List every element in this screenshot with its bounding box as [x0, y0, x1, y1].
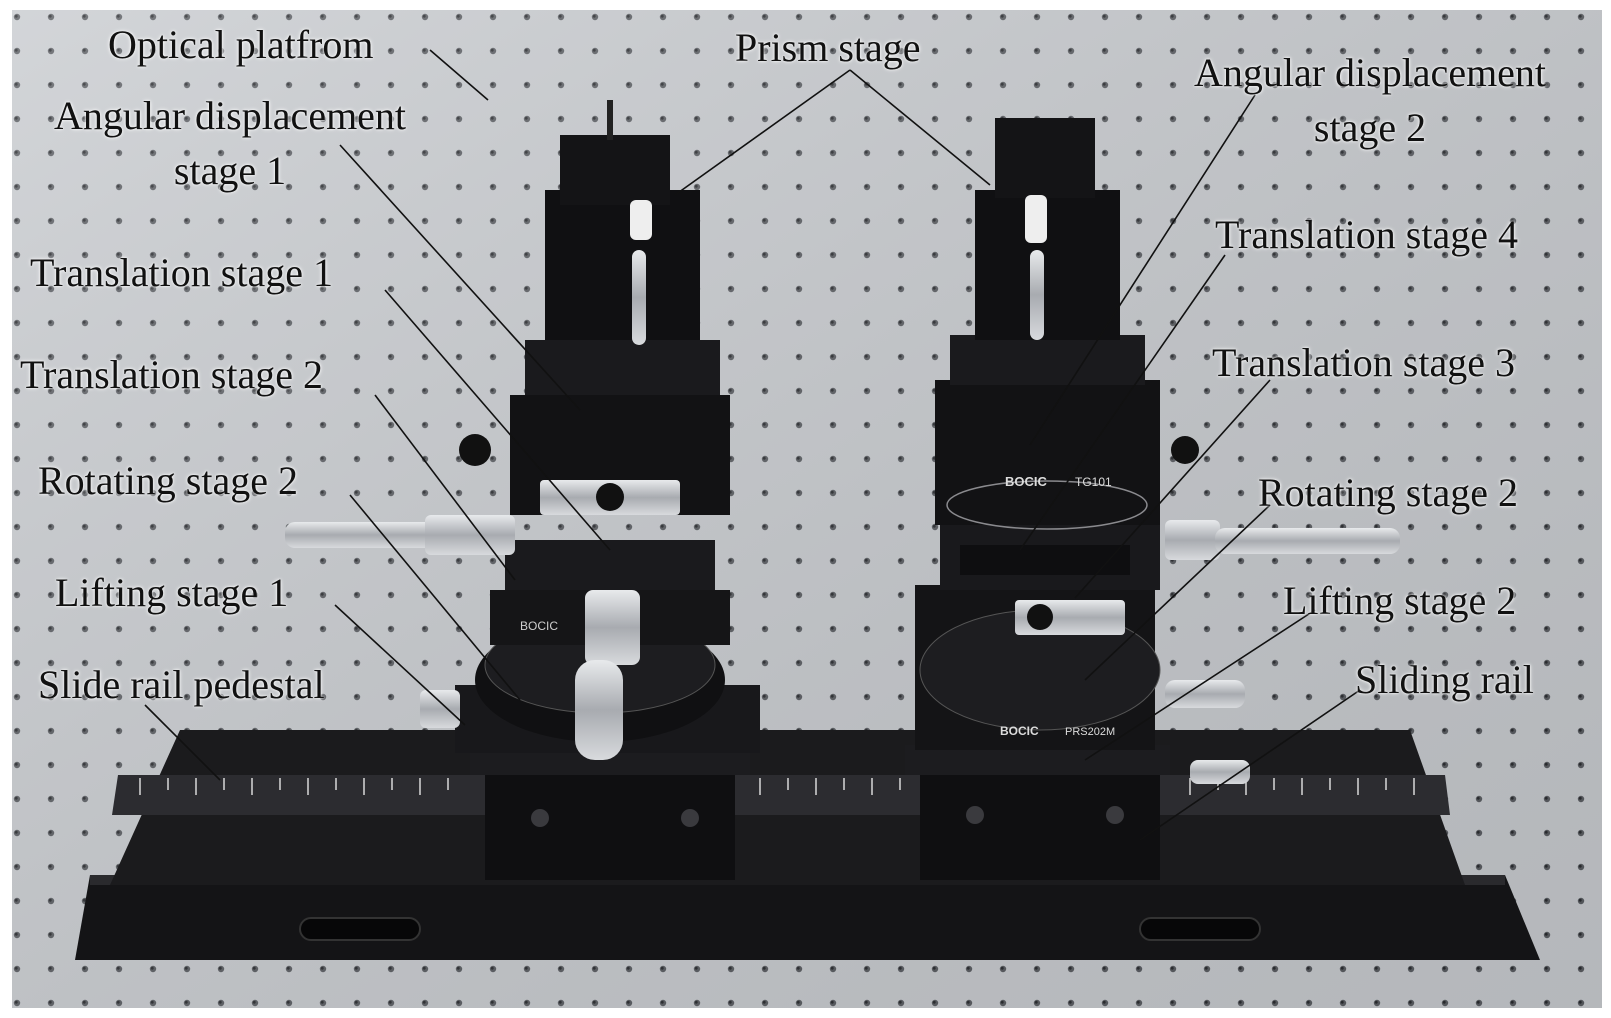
- right-assembly: [905, 118, 1400, 880]
- rail-scale: [112, 775, 1450, 815]
- brand-right-top: BOCIC: [1005, 474, 1048, 489]
- brand-left: BOCIC: [520, 619, 558, 633]
- label-angular-displacement-stage-2: Angular displacement stage 2: [1155, 50, 1585, 151]
- brand-right-bottom: BOCIC: [1000, 724, 1039, 738]
- label-slide-rail-pedestal: Slide rail pedestal: [38, 662, 325, 707]
- left-assembly: [285, 100, 760, 880]
- label-angular-2-line1: Angular displacement: [1193, 50, 1547, 95]
- label-prism-stage: Prism stage: [735, 25, 921, 70]
- label-translation-stage-2: Translation stage 2: [20, 352, 323, 397]
- label-angular-1-line1: Angular displacement: [53, 93, 407, 138]
- label-sliding-rail: Sliding rail: [1355, 657, 1534, 702]
- label-optical-platform: Optical platfrom: [108, 22, 374, 67]
- model-right-top: TG101: [1075, 475, 1112, 489]
- rail-base: [75, 875, 1540, 960]
- label-angular-1-line2: stage 1: [173, 148, 287, 193]
- label-angular-displacement-stage-1: Angular displacement stage 1: [15, 93, 445, 194]
- model-right-bottom: PRS202M: [1065, 726, 1115, 738]
- leader-lines: [144, 49, 1361, 841]
- label-rotating-stage-left: Rotating stage 2: [38, 458, 298, 503]
- label-lifting-stage-1: Lifting stage 1: [55, 570, 289, 615]
- label-translation-stage-1: Translation stage 1: [30, 250, 333, 295]
- label-lifting-stage-2: Lifting stage 2: [1283, 578, 1517, 623]
- label-rotating-stage-right: Rotating stage 2: [1258, 470, 1518, 515]
- label-angular-2-line2: stage 2: [1313, 105, 1427, 150]
- label-translation-stage-4: Translation stage 4: [1215, 212, 1518, 257]
- label-translation-stage-3: Translation stage 3: [1212, 340, 1515, 385]
